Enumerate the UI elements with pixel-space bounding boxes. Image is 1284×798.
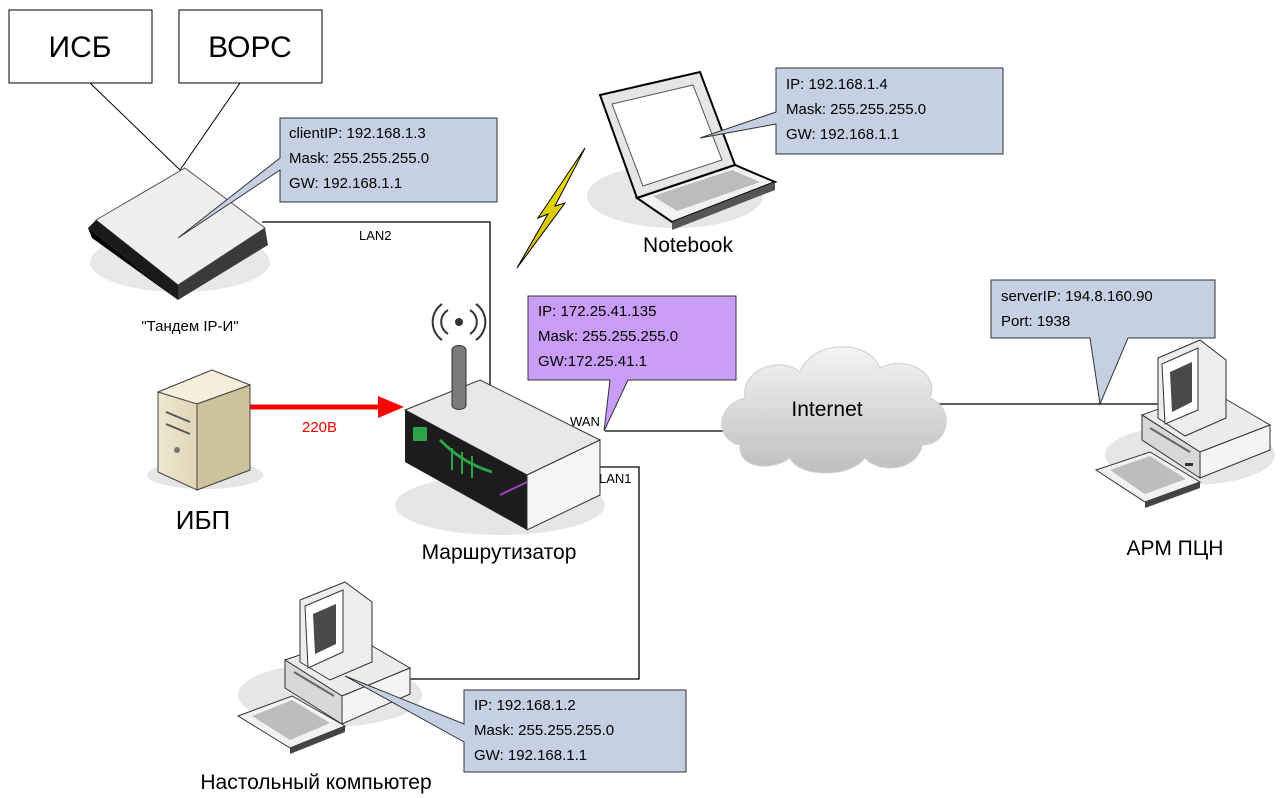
isb-box: ИСБ [8, 9, 153, 84]
desktop-computer-icon [236, 581, 422, 754]
vors-box: ВОРС [178, 9, 323, 84]
notebook-icon [587, 70, 778, 230]
tandem-callout-line-3: GW: 192.168.1.1 [289, 175, 402, 192]
internet-cloud-icon [721, 346, 947, 474]
notebook-callout-line-2: Mask: 255.255.255.0 [786, 101, 926, 118]
desktop-callout: IP: 192.168.1.2 Mask: 255.255.255.0 GW: … [344, 675, 687, 773]
ups-label: ИБП [176, 505, 230, 535]
wan-label: WAN [570, 414, 600, 429]
lan1-link [410, 466, 640, 680]
lan2-link [262, 221, 491, 385]
desktop-label: Настольный компьютер [200, 771, 431, 794]
notebook-callout-line-1: IP: 192.168.1.4 [786, 76, 888, 93]
tandem-callout: clientIP: 192.168.1.3 Mask: 255.255.255.… [177, 117, 498, 239]
arm-label: АРМ ПЦН [1127, 537, 1224, 560]
notebook-callout: IP: 192.168.1.4 Mask: 255.255.255.0 GW: … [699, 67, 1004, 155]
internet-label: Internet [791, 398, 862, 421]
router-wan-callout-line-3: GW:172.25.41.1 [538, 353, 647, 370]
power-line [248, 396, 404, 418]
router-wan-callout: IP: 172.25.41.135 Mask: 255.255.255.0 GW… [527, 295, 737, 432]
arm-callout-line-1: serverIP: 194.8.160.90 [1001, 288, 1153, 305]
wireless-bolt-icon [516, 147, 586, 269]
router-icon [395, 303, 605, 535]
router-label: Маршрутизатор [422, 541, 577, 564]
lan1-label: LAN1 [599, 471, 632, 486]
tandem-callout-line-1: clientIP: 192.168.1.3 [289, 125, 426, 142]
tandem-device-icon [88, 167, 270, 300]
notebook-callout-line-3: GW: 192.168.1.1 [786, 126, 899, 143]
desktop-callout-line-2: Mask: 255.255.255.0 [474, 722, 614, 739]
tandem-callout-line-2: Mask: 255.255.255.0 [289, 150, 429, 167]
router-wan-callout-line-1: IP: 172.25.41.135 [538, 303, 656, 320]
box-connector-lines [89, 82, 241, 171]
arm-callout: serverIP: 194.8.160.90 Port: 1938 [990, 279, 1216, 406]
router-wan-callout-line-2: Mask: 255.255.255.0 [538, 328, 678, 345]
arm-workstation-icon [1094, 339, 1275, 508]
desktop-callout-line-1: IP: 192.168.1.2 [474, 697, 576, 714]
power-label: 220В [302, 419, 337, 436]
lan2-label: LAN2 [359, 228, 392, 243]
vors-label: ВОРС [208, 31, 292, 64]
notebook-label: Notebook [643, 234, 733, 257]
ups-icon [147, 369, 263, 491]
desktop-callout-line-3: GW: 192.168.1.1 [474, 747, 587, 764]
tandem-label: "Тандем IP-И" [141, 318, 238, 335]
arm-callout-line-2: Port: 1938 [1001, 313, 1070, 330]
isb-label: ИСБ [49, 31, 112, 64]
network-links [262, 221, 1160, 680]
